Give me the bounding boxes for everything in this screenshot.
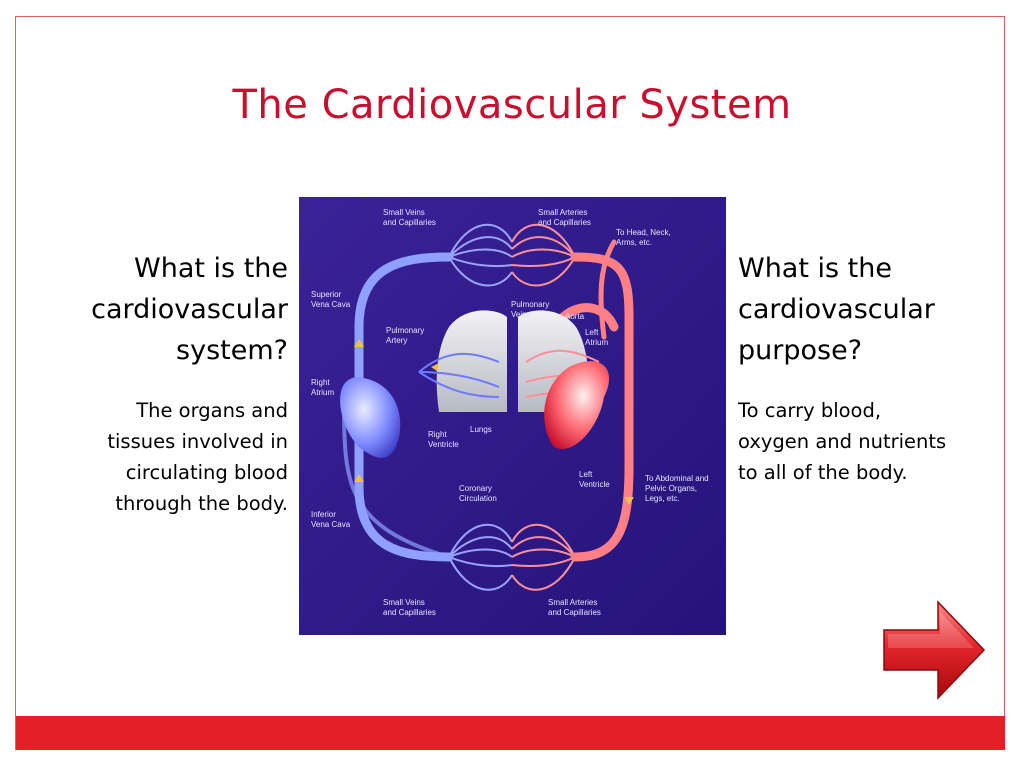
label-superior-vena-cava: Vena Cava <box>311 300 351 309</box>
label-right-ventricle: Ventricle <box>428 440 459 449</box>
left-answer-line: through the body. <box>115 492 288 515</box>
right-question-line: cardiovascular <box>738 294 935 325</box>
right-question-line: What is the <box>738 253 892 284</box>
left-column: What is the cardiovascular system? The o… <box>40 248 288 519</box>
diagram-labels: Small Veins and Capillaries Small Arteri… <box>311 208 709 617</box>
label-inferior-vena-cava: Inferior <box>311 510 336 519</box>
heart-left-side <box>544 361 610 449</box>
left-question-line: system? <box>176 335 288 366</box>
right-question-line: purpose? <box>738 335 863 366</box>
label-lungs: Lungs <box>470 425 492 434</box>
label-right-atrium: Right <box>311 378 330 387</box>
label-to-abdominal: Legs, etc. <box>645 494 680 503</box>
label-to-head: To Head, Neck, <box>616 228 671 237</box>
label-inferior-vena-cava: Vena Cava <box>311 520 351 529</box>
label-small-arteries-bottom: Small Arteries <box>548 598 597 607</box>
slide-title: The Cardiovascular System <box>232 82 792 128</box>
left-answer-line: The organs and <box>136 399 288 422</box>
heart-right-side <box>340 377 401 458</box>
next-slide-button[interactable] <box>880 598 988 702</box>
veins <box>342 252 454 562</box>
left-answer-line: tissues involved in <box>107 430 288 453</box>
bottom-bar <box>16 716 1005 750</box>
label-left-atrium: Left <box>585 328 599 337</box>
right-arrow-icon <box>883 600 986 700</box>
label-coronary-circulation: Circulation <box>459 494 497 503</box>
diagram-svg: Small Veins and Capillaries Small Arteri… <box>299 197 726 635</box>
label-small-arteries-bottom: and Capillaries <box>548 608 601 617</box>
right-answer: To carry blood, oxygen and nutrients to … <box>738 395 1000 488</box>
label-to-head: Arms, etc. <box>616 238 652 247</box>
left-question: What is the cardiovascular system? <box>40 248 288 371</box>
left-answer: The organs and tissues involved in circu… <box>40 395 288 519</box>
label-left-atrium: Atrium <box>585 338 608 347</box>
label-small-veins-bottom: and Capillaries <box>383 608 436 617</box>
label-left-ventricle: Left <box>579 470 593 479</box>
bottom-capillary-bed <box>448 523 576 591</box>
right-answer-line: to all of the body. <box>738 461 908 484</box>
right-answer-line: To carry blood, <box>738 399 882 422</box>
label-small-arteries-top: and Capillaries <box>538 218 591 227</box>
right-answer-line: oxygen and nutrients <box>738 430 947 453</box>
label-pulmonary-artery: Artery <box>386 336 407 345</box>
label-to-abdominal: To Abdominal and <box>645 474 709 483</box>
label-small-veins-bottom: Small Veins <box>383 598 425 607</box>
label-coronary-circulation: Coronary <box>459 484 492 493</box>
label-pulmonary-artery: Pulmonary <box>386 326 424 335</box>
top-capillary-bed <box>448 223 576 287</box>
left-question-line: What is the <box>134 253 288 284</box>
label-left-ventricle: Ventricle <box>579 480 610 489</box>
label-small-arteries-top: Small Arteries <box>538 208 587 217</box>
label-aorta: Aorta <box>565 312 585 321</box>
label-pulmonary-veins: Veins <box>511 310 531 319</box>
right-question: What is the cardiovascular purpose? <box>738 248 1000 371</box>
left-question-line: cardiovascular <box>91 294 288 325</box>
cardiovascular-diagram: Small Veins and Capillaries Small Arteri… <box>299 197 726 635</box>
label-right-ventricle: Right <box>428 430 447 439</box>
label-small-veins-top: and Capillaries <box>383 218 436 227</box>
label-to-abdominal: Pelvic Organs, <box>645 484 697 493</box>
label-superior-vena-cava: Superior <box>311 290 342 299</box>
label-right-atrium: Atrium <box>311 388 334 397</box>
flow-arrows <box>354 339 634 505</box>
left-answer-line: circulating blood <box>125 461 288 484</box>
label-pulmonary-veins: Pulmonary <box>511 300 549 309</box>
right-column: What is the cardiovascular purpose? To c… <box>738 248 1000 488</box>
label-small-veins-top: Small Veins <box>383 208 425 217</box>
